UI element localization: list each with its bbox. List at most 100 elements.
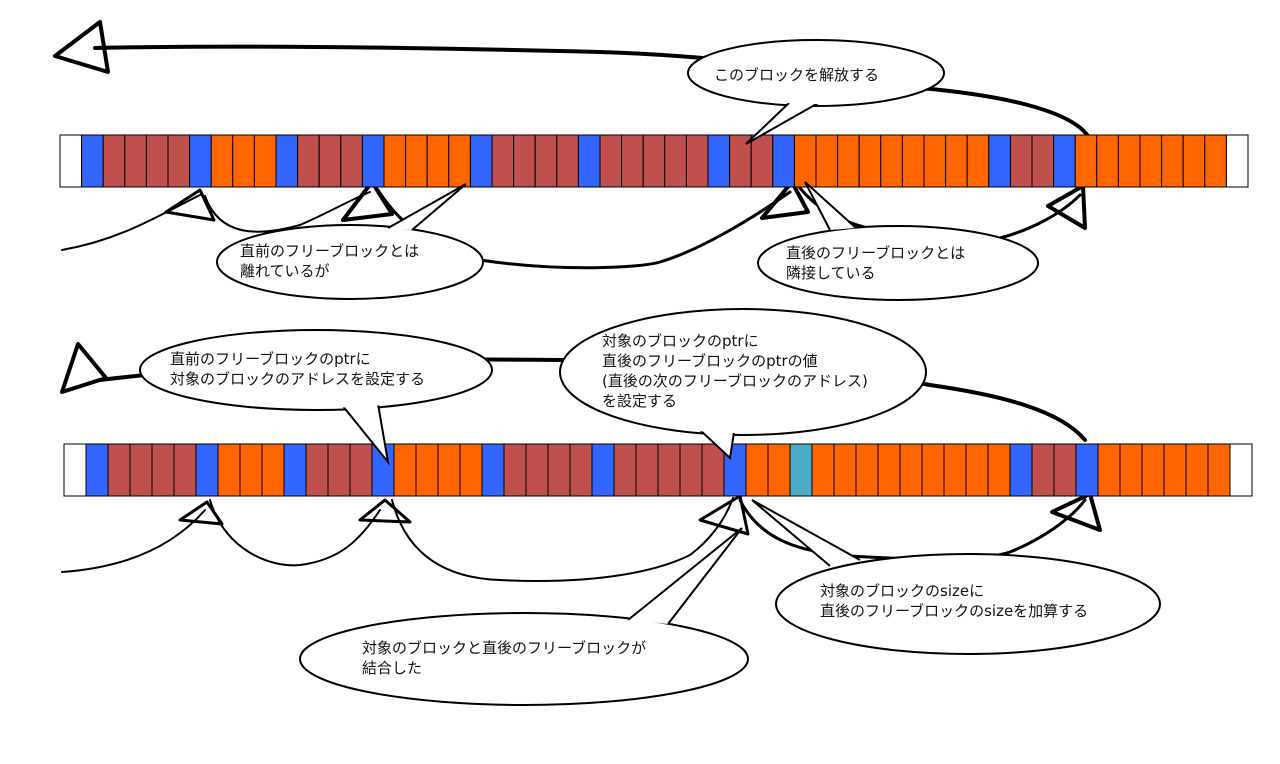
memory-block-free	[577, 134, 601, 188]
callout-next-free-adjacent-text: 直後のフリーブロックとは 隣接している	[786, 244, 970, 282]
memory-block-free	[591, 443, 615, 497]
callout-next-free-adjacent: 直後のフリーブロックとは 隣接している	[757, 181, 1039, 301]
memory-block-free	[772, 134, 795, 188]
memory-block-target	[210, 134, 234, 188]
memory-block-target	[1139, 134, 1163, 188]
memory-block-target	[1163, 443, 1187, 497]
memory-block-used	[173, 443, 197, 497]
memory-block-used	[534, 134, 558, 188]
memory-block-used	[635, 443, 659, 497]
memory-block-target	[1204, 134, 1227, 188]
memory-block-used	[657, 443, 681, 497]
memory-block-target	[811, 443, 835, 497]
memory-block-target	[217, 443, 241, 497]
memory-block-used	[145, 134, 169, 188]
memory-block-target	[1185, 443, 1209, 497]
list-link-bottom-1	[209, 499, 381, 567]
arrowhead-bottom-left	[60, 342, 108, 394]
memory-block-used	[129, 443, 153, 497]
callout-merged-text: 対象のブロックと直後のフリーブロックが 結合した	[362, 639, 651, 677]
memory-block-used	[685, 134, 709, 188]
memory-block-edge	[63, 443, 87, 497]
memory-block-target	[921, 443, 945, 497]
memory-row-after	[63, 443, 1253, 497]
memory-block-used	[1053, 443, 1077, 497]
memory-block-target	[877, 443, 901, 497]
list-link-bottom-entry	[61, 509, 206, 573]
arrowhead-bottom-2	[358, 498, 412, 524]
memory-block-target	[833, 443, 857, 497]
memory-block-free	[85, 443, 109, 497]
callout-release-block-text: このブロックを解放する	[714, 66, 879, 84]
memory-block-used	[167, 134, 191, 188]
memory-block-used	[124, 134, 147, 188]
memory-block-used	[679, 443, 703, 497]
callout-prev-free-not-adjacent-text: 直前のフリーブロックとは 離れているが	[240, 242, 424, 280]
memory-block-target	[943, 443, 967, 497]
memory-block-target	[1097, 443, 1121, 497]
memory-block-edge	[1229, 443, 1253, 497]
callout-set-target-ptr: 対象のブロックのptrに 直後のフリーブロックのptrの値 (直後の次のフリーブ…	[559, 308, 927, 461]
memory-block-used	[750, 134, 774, 188]
memory-block-target	[1207, 443, 1231, 497]
memory-block-target	[858, 134, 882, 188]
memory-block-used	[503, 443, 527, 497]
memory-block-target	[1141, 443, 1165, 497]
memory-block-target	[1119, 443, 1143, 497]
callout-set-prev-ptr: 直前のフリーブロックのptrに 対象のブロックのアドレスを設定する	[139, 329, 493, 466]
memory-block-free	[1009, 443, 1033, 497]
memory-block-target	[232, 134, 255, 188]
memory-block-free	[189, 134, 212, 188]
memory-block-target	[945, 134, 968, 188]
arrowhead-top-left	[53, 20, 110, 74]
memory-block-target	[965, 443, 989, 497]
callout-add-size-text: 対象のブロックのsizeに 直後のフリーブロックのsizeを加算する	[820, 582, 1088, 620]
memory-block-used	[327, 443, 351, 497]
memory-block-target	[393, 443, 417, 497]
arrowhead-top-3	[760, 180, 810, 220]
callout-add-size: 対象のブロックのsizeに 直後のフリーブロックのsizeを加算する	[751, 499, 1161, 655]
callout-set-target-ptr-text: 対象のブロックのptrに 直後のフリーブロックのptrの値 (直後の次のフリーブ…	[602, 332, 873, 410]
memory-block-used	[349, 443, 373, 497]
callout-release-block: このブロックを解放する	[687, 39, 945, 145]
memory-block-target	[793, 134, 817, 188]
memory-row-before	[59, 134, 1249, 188]
memory-block-free	[1053, 134, 1076, 188]
memory-block-free	[481, 443, 505, 497]
list-link-top-1	[204, 191, 371, 233]
memory-block-target	[880, 134, 903, 188]
memory-block-target	[415, 443, 439, 497]
memory-block-target	[767, 443, 791, 497]
arrowhead-bottom-4	[1050, 492, 1102, 532]
callout-merged: 対象のブロックと直後のフリーブロックが 結合した	[299, 527, 749, 706]
arrowhead-top-4	[1046, 184, 1087, 230]
memory-block-free	[361, 134, 385, 188]
memory-block-target	[448, 134, 471, 188]
memory-block-coalesced-header	[789, 443, 813, 497]
memory-block-used	[513, 134, 536, 188]
memory-block-target	[239, 443, 263, 497]
memory-block-free	[988, 134, 1011, 188]
memory-block-edge	[59, 134, 83, 188]
memory-block-used	[621, 134, 644, 188]
memory-block-free	[81, 134, 104, 188]
memory-block-target	[899, 443, 923, 497]
memory-block-used	[1031, 443, 1055, 497]
memory-block-edge	[1225, 134, 1249, 188]
list-link-top-back	[93, 44, 1090, 138]
memory-block-used	[613, 443, 637, 497]
memory-block-target	[855, 443, 879, 497]
memory-block-used	[599, 134, 623, 188]
memory-block-target	[1161, 134, 1184, 188]
memory-block-used	[556, 134, 579, 188]
memory-block-used	[525, 443, 549, 497]
memory-block-target	[1182, 134, 1206, 188]
memory-block-used	[547, 443, 571, 497]
memory-block-target	[261, 443, 285, 497]
memory-block-target	[426, 134, 450, 188]
memory-block-used	[305, 443, 329, 497]
memory-block-used	[318, 134, 342, 188]
callout-prev-free-not-adjacent: 直前のフリーブロックとは 離れているが	[216, 183, 484, 300]
